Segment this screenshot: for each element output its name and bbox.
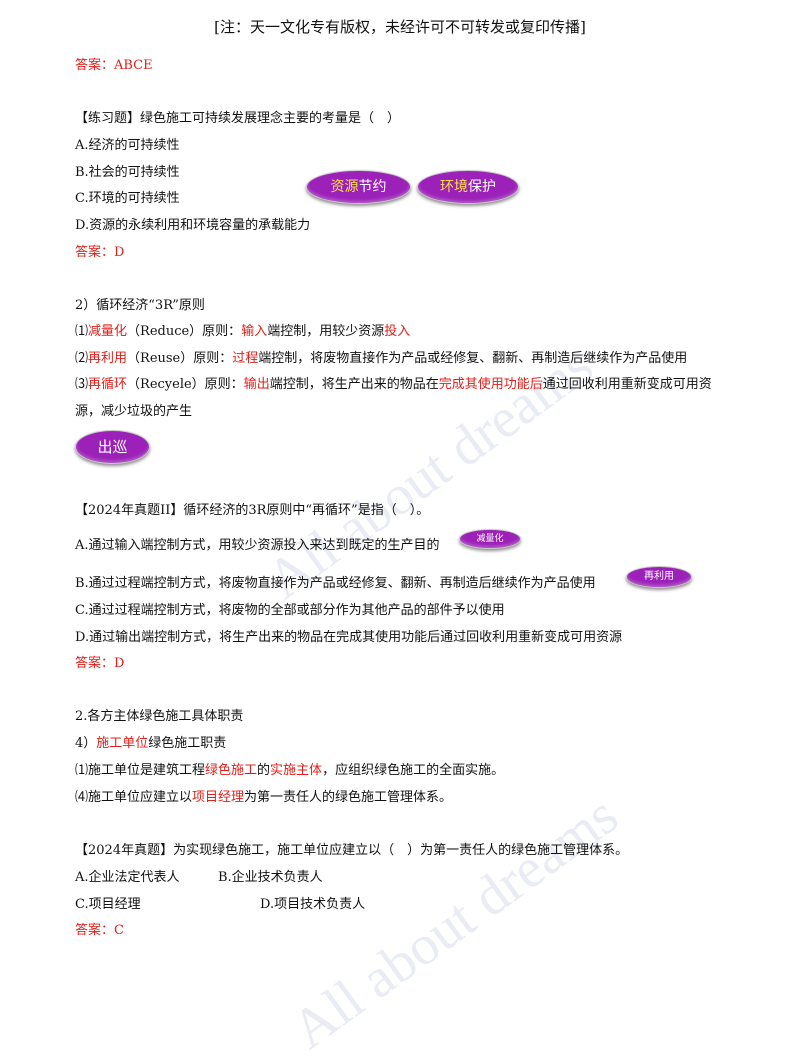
highlight-text: 输出 xyxy=(243,377,270,392)
principle-text: 端控制，将生产出来的物品在 xyxy=(269,377,439,392)
watermark-text: All about dreams xyxy=(280,784,630,1061)
highlight-text: 绿色施工 xyxy=(205,763,258,778)
option-b: B.通过过程端控制方式，将废物直接作为产品或经修复、翻新、再制造后继续作为产品使… xyxy=(75,576,596,591)
highlight-text: 过程 xyxy=(232,351,259,366)
duty-text: 的 xyxy=(257,763,271,778)
answer-text: 答案：C xyxy=(75,923,124,938)
option-d: D.通过输出端控制方式，将生产出来的物品在完成其使用功能后通过回收利用重新变成可… xyxy=(75,630,623,645)
option-d: D.资源的永续利用和环境容量的承载能力 xyxy=(75,218,311,233)
principle-text: 端控制，用较少资源 xyxy=(267,324,385,339)
principle-name: 减量化 xyxy=(88,324,128,339)
subsection-title: 4）施工单位绿色施工职责 xyxy=(75,735,226,753)
annotation-pill: 出巡 xyxy=(75,430,150,464)
subsection-text: 绿色施工职责 xyxy=(148,736,227,751)
annotation-pill: 环境保护 xyxy=(417,170,519,204)
highlight-text: 施工单位 xyxy=(96,736,149,751)
option-a: A.经济的可持续性 xyxy=(75,138,180,153)
principle-recycle-cont: 源，减少垃圾的产生 xyxy=(75,404,193,419)
pill-text: 保护 xyxy=(468,179,496,195)
highlight-text: 完成其使用功能后 xyxy=(438,377,543,392)
annotation-pill: 再利用 xyxy=(626,566,692,588)
pill-text-highlight: 资源 xyxy=(330,179,359,195)
annotation-pill: 资源节约 xyxy=(306,170,411,204)
option-c: C.通过过程端控制方式，将废物的全部或部分作为其他产品的部件予以使用 xyxy=(75,603,505,618)
duty-line: ⑷施工单位应建立以项目经理为第一责任人的绿色施工管理体系。 xyxy=(75,789,452,807)
principle-text: 通过回收利用重新变成可用资 xyxy=(542,377,712,392)
principle-text: 端控制，将废物直接作为产品或经修复、翻新、再制造后继续作为产品使用 xyxy=(258,351,688,366)
option-c: C.项目经理 xyxy=(75,897,141,912)
principle-text: （Reuse）原则： xyxy=(127,351,233,366)
option-b: B.企业技术负责人 xyxy=(218,870,323,885)
answer-text: 答案：D xyxy=(75,245,125,260)
principle-text: （Recyele）原则： xyxy=(127,377,244,392)
copyright-header: [注：天一文化专有版权，未经许可不可转发或复印传播] xyxy=(214,18,586,36)
question-stem: 【练习题】绿色施工可持续发展理念主要的考量是（ ） xyxy=(75,111,401,126)
option-b: B.社会的可持续性 xyxy=(75,165,180,180)
pill-text: 减量化 xyxy=(476,534,504,544)
question-stem: 【2024年真题II】循环经济的3R原则中“再循环”是指（ ）。 xyxy=(75,503,430,518)
principle-name: 再循环 xyxy=(88,377,128,392)
duty-text: ⑷施工单位应建立以 xyxy=(75,790,193,805)
principle-recycle: ⑶再循环（Recyele）原则：输出端控制，将生产出来的物品在完成其使用功能后通… xyxy=(75,376,712,394)
duty-text: ，应组织绿色施工的全面实施。 xyxy=(322,763,505,778)
subsection-number: 4） xyxy=(75,736,97,751)
highlight-text: 实施主体 xyxy=(270,763,323,778)
highlight-text: 项目经理 xyxy=(192,790,245,805)
highlight-text: 投入 xyxy=(384,324,411,339)
principle-number: ⑵ xyxy=(75,351,89,366)
annotation-pill: 减量化 xyxy=(459,529,521,549)
section-title: 2.各方主体绿色施工具体职责 xyxy=(75,709,244,724)
principle-number: ⑴ xyxy=(75,324,89,339)
pill-text: 再利用 xyxy=(644,571,674,582)
answer-text: 答案：ABCE xyxy=(75,58,153,73)
option-a: A.通过输入端控制方式，用较少资源投入来达到既定的生产目的 xyxy=(75,538,440,553)
principle-number: ⑶ xyxy=(75,377,89,392)
section-title: 2）循环经济“3R”原则 xyxy=(75,298,205,313)
duty-text: 为第一责任人的绿色施工管理体系。 xyxy=(244,790,453,805)
question-stem: 【2024年真题】为实现绿色施工，施工单位应建立以（ ）为第一责任人的绿色施工管… xyxy=(75,843,629,858)
principle-name: 再利用 xyxy=(88,351,128,366)
answer-text: 答案：D xyxy=(75,656,125,671)
duty-line: ⑴施工单位是建筑工程绿色施工的实施主体，应组织绿色施工的全面实施。 xyxy=(75,762,504,780)
pill-text: 节约 xyxy=(358,179,387,195)
highlight-text: 输入 xyxy=(241,324,268,339)
principle-reuse: ⑵再利用（Reuse）原则：过程端控制，将废物直接作为产品或经修复、翻新、再制造… xyxy=(75,350,687,368)
duty-text: ⑴施工单位是建筑工程 xyxy=(75,763,206,778)
pill-text-highlight: 环境 xyxy=(440,179,468,195)
pill-text: 出巡 xyxy=(97,438,128,456)
option-a: A.企业法定代表人 xyxy=(75,870,180,885)
option-c: C.环境的可持续性 xyxy=(75,191,180,206)
principle-text: （Reduce）原则： xyxy=(127,324,242,339)
principle-reduce: ⑴减量化（Reduce）原则：输入端控制，用较少资源投入 xyxy=(75,323,410,341)
option-d: D.项目技术负责人 xyxy=(260,897,366,912)
